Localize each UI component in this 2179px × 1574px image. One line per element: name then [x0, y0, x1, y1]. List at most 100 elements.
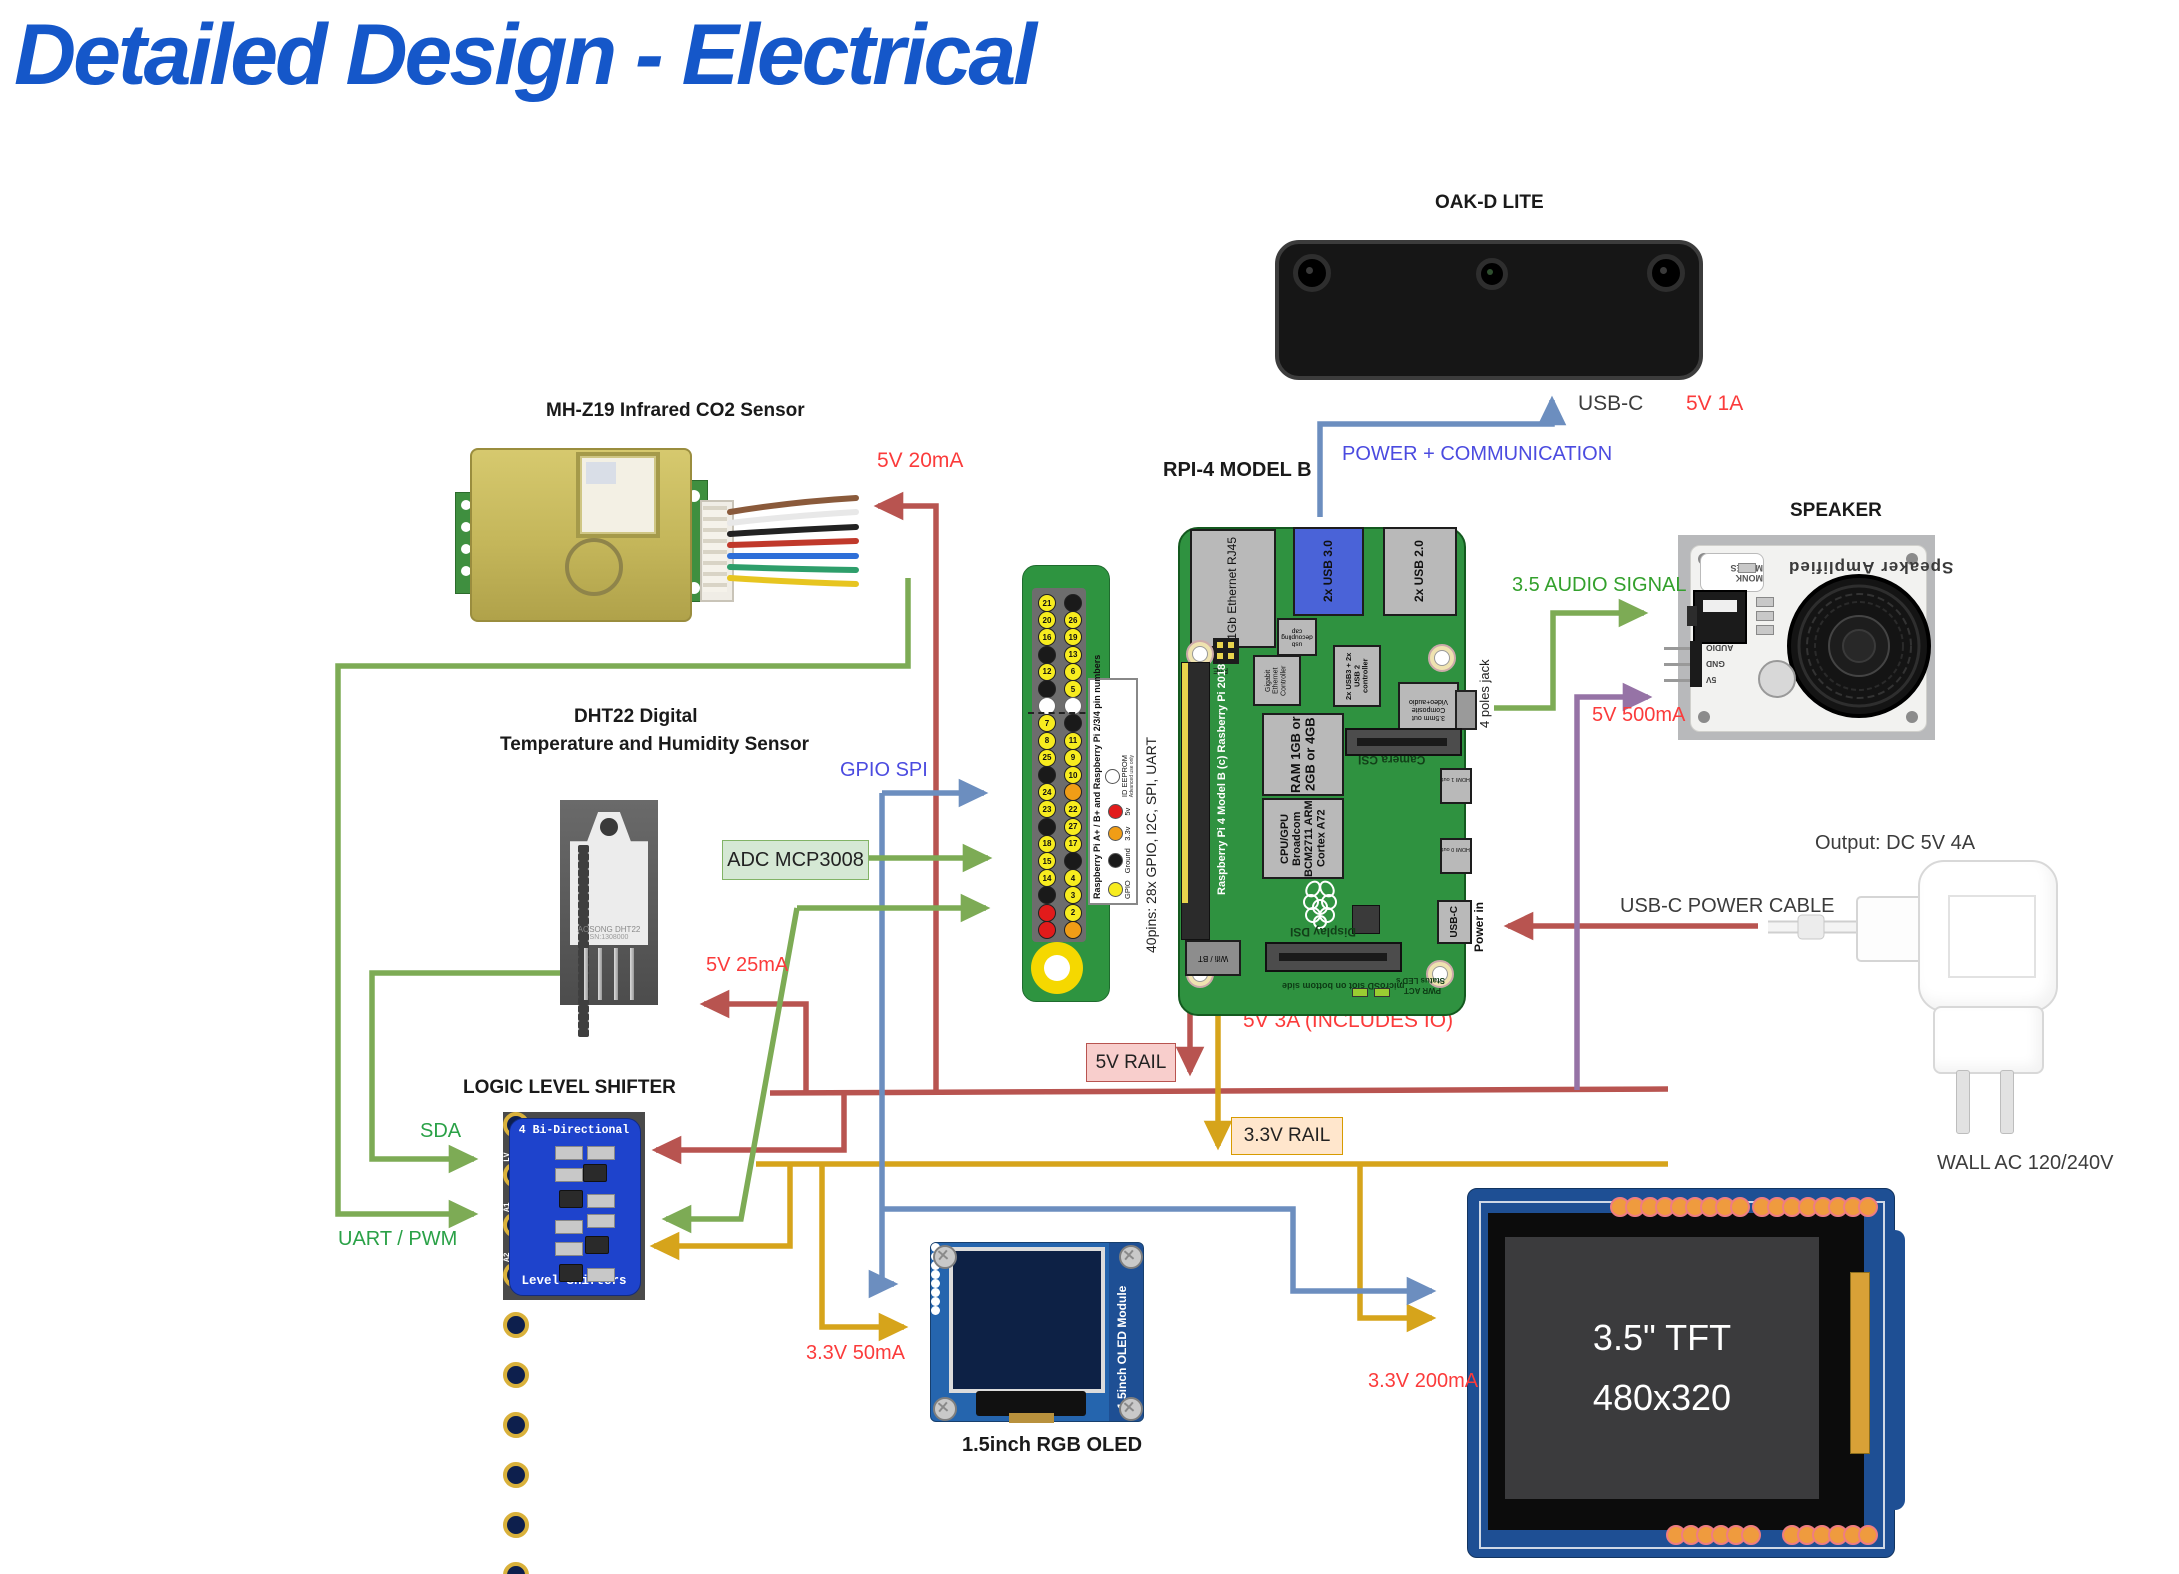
legend-dot-icon [1104, 768, 1120, 784]
dht22-vent-slot [578, 845, 589, 853]
shifter-label: LOGIC LEVEL SHIFTER [463, 1077, 676, 1098]
tft-pad [1858, 1197, 1879, 1217]
screw-icon [1119, 1397, 1143, 1421]
rpi-status-led-label: Status LED's [1396, 976, 1446, 985]
breakout-pin [1038, 920, 1056, 939]
speaker-label: SPEAKER [1790, 500, 1882, 521]
rail-5v-label: 5V RAIL [1095, 1051, 1167, 1073]
breakout-pin: 8 [1038, 731, 1056, 750]
breakout-pin [1064, 783, 1082, 802]
rpi-poe-header [1213, 638, 1239, 664]
breakout-pin [1038, 817, 1056, 836]
adapter-prong [1956, 1070, 1970, 1134]
pi-header-pin [1182, 765, 1188, 771]
pi-header-pin [1182, 783, 1188, 789]
camera-lens-right-icon [1647, 254, 1685, 292]
camera-lens-left-icon [1293, 254, 1331, 292]
gpio-mount-hole [1031, 942, 1083, 994]
dht22-vent-slot [578, 933, 589, 941]
breakout-pin: 5 [1064, 680, 1082, 698]
pi-header-pin [1182, 831, 1188, 837]
adapter-output-label: Output: DC 5V 4A [1815, 832, 1976, 854]
rpi-cpu-label: CPU/GPU Broadcom BCM2711 ARM Cortex A72 [1278, 800, 1328, 877]
rpi-av-jack-label: 3.5mm out Composite Video+audio [1409, 697, 1448, 722]
rpi-hdmi0-label: HDMI 0 out [1442, 846, 1470, 852]
pi-header-pin [1182, 861, 1188, 867]
legend-label: GPIO [1122, 880, 1132, 899]
rpi-wifi-module: Wifi / BT [1185, 940, 1241, 976]
tft-connector-tab [1850, 1272, 1870, 1454]
power-communication-label: POWER + COMMUNICATION [1342, 443, 1613, 465]
mhz19-power-label: 5V 20mA [877, 449, 964, 472]
legend-item: 5v [1107, 804, 1132, 820]
tft-text-line1: 3.5" TFT [1592, 1317, 1732, 1358]
rpi-ram-label: RAM 1GB or 2GB or 4GB [1287, 716, 1317, 793]
rpi-led [1374, 988, 1390, 997]
wire-5v-dht22 [699, 989, 809, 1091]
breakout-pin: 14 [1038, 869, 1056, 888]
shifter-pin-label: B2 [503, 1552, 512, 1562]
pi-header-pin [1182, 729, 1188, 735]
oled-power-label: 3.3V 50mA [806, 1342, 905, 1364]
rail-5v-box: 5V RAIL [1086, 1043, 1176, 1082]
rpi-mount-hole [1428, 644, 1456, 672]
pi-header-pin [1182, 741, 1188, 747]
pi-header-pin [1182, 693, 1188, 699]
shifter-pin-label: A3 [503, 1302, 512, 1312]
breakout-pin [1038, 886, 1056, 905]
speaker-pin-audio-label: AUDIO [1706, 643, 1734, 653]
rpi-led [1352, 988, 1368, 997]
adapter-body [1918, 860, 2058, 1012]
breakout-pin: 22 [1064, 800, 1082, 819]
wire-audio-signal [1494, 598, 1649, 711]
pi-header-pin [1182, 687, 1188, 693]
dht22-vent-slot [578, 877, 589, 885]
pi-header-pin [1182, 801, 1188, 807]
rpi-eth-controller-label: Gigabit Ethernet Controller [1265, 665, 1288, 696]
dht22-vent-slot [578, 861, 589, 869]
dht22-vent-slot [578, 981, 589, 989]
gpio-legend-box: Raspberry Pi A+ / B+ and Raspberry Pi 2/… [1088, 654, 1138, 905]
dht22-vent-slot [578, 997, 589, 1005]
rpi-power-in-label: Power in [1472, 901, 1486, 952]
shifter-pin-label: A4 [503, 1352, 512, 1362]
wire-spi-oled [868, 793, 899, 1299]
shifter-pin-label: A2 [503, 1252, 512, 1262]
breakout-pin: 9 [1064, 748, 1082, 767]
dht22-vent-slot [578, 1013, 589, 1021]
legend-dot-icon [1107, 853, 1123, 869]
pi-header-pin [1182, 849, 1188, 855]
dht22-vent-slot [578, 885, 589, 893]
oled-pin [931, 1243, 940, 1252]
pi-header-pin [1182, 795, 1188, 801]
breakout-pin: 27 [1064, 817, 1082, 836]
gpio-legend-title: Raspberry Pi A+ / B+ and Raspberry Pi 2/… [1091, 654, 1102, 899]
rpi-eth-controller: Gigabit Ethernet Controller [1253, 655, 1301, 706]
adc-label: ADC MCP3008 [727, 848, 864, 871]
wire-5v-shifter-hv [651, 1091, 847, 1165]
pi-header-pin [1182, 705, 1188, 711]
adc-mcp3008-box: ADC MCP3008 [722, 840, 869, 880]
adapter-prong [2000, 1070, 2014, 1134]
dht22-vent-slot [578, 973, 589, 981]
usbc-plug [1856, 896, 1926, 962]
speaker-jack [1687, 590, 1747, 644]
rpi-wifi-label: Wifi / BT [1197, 953, 1229, 963]
breakout-pin: 12 [1038, 662, 1056, 681]
wire-mhz19-uart [335, 578, 911, 1229]
pi-header-pin [1182, 885, 1188, 891]
uart-pwm-label: UART / PWM [338, 1228, 458, 1250]
rpi-usb2-label: 2x USB 2.0 [1412, 540, 1427, 603]
dht22-label-line1: DHT22 Digital [574, 706, 698, 727]
breakout-pin: 3 [1064, 886, 1082, 905]
camera-lens-center-icon [1476, 258, 1508, 290]
breakout-pin: 4 [1064, 869, 1082, 888]
oled-label: 1.5inch RGB OLED [962, 1434, 1143, 1456]
wire-spi-tft [882, 1206, 1437, 1306]
rpi-usb-cap: usb decoupling cap [1277, 618, 1317, 656]
breakout-pin: 13 [1064, 645, 1082, 664]
rpi-ram-chip: RAM 1GB or 2GB or 4GB [1262, 713, 1344, 796]
screw-icon [1119, 1245, 1143, 1269]
breakout-pin [1038, 680, 1056, 698]
